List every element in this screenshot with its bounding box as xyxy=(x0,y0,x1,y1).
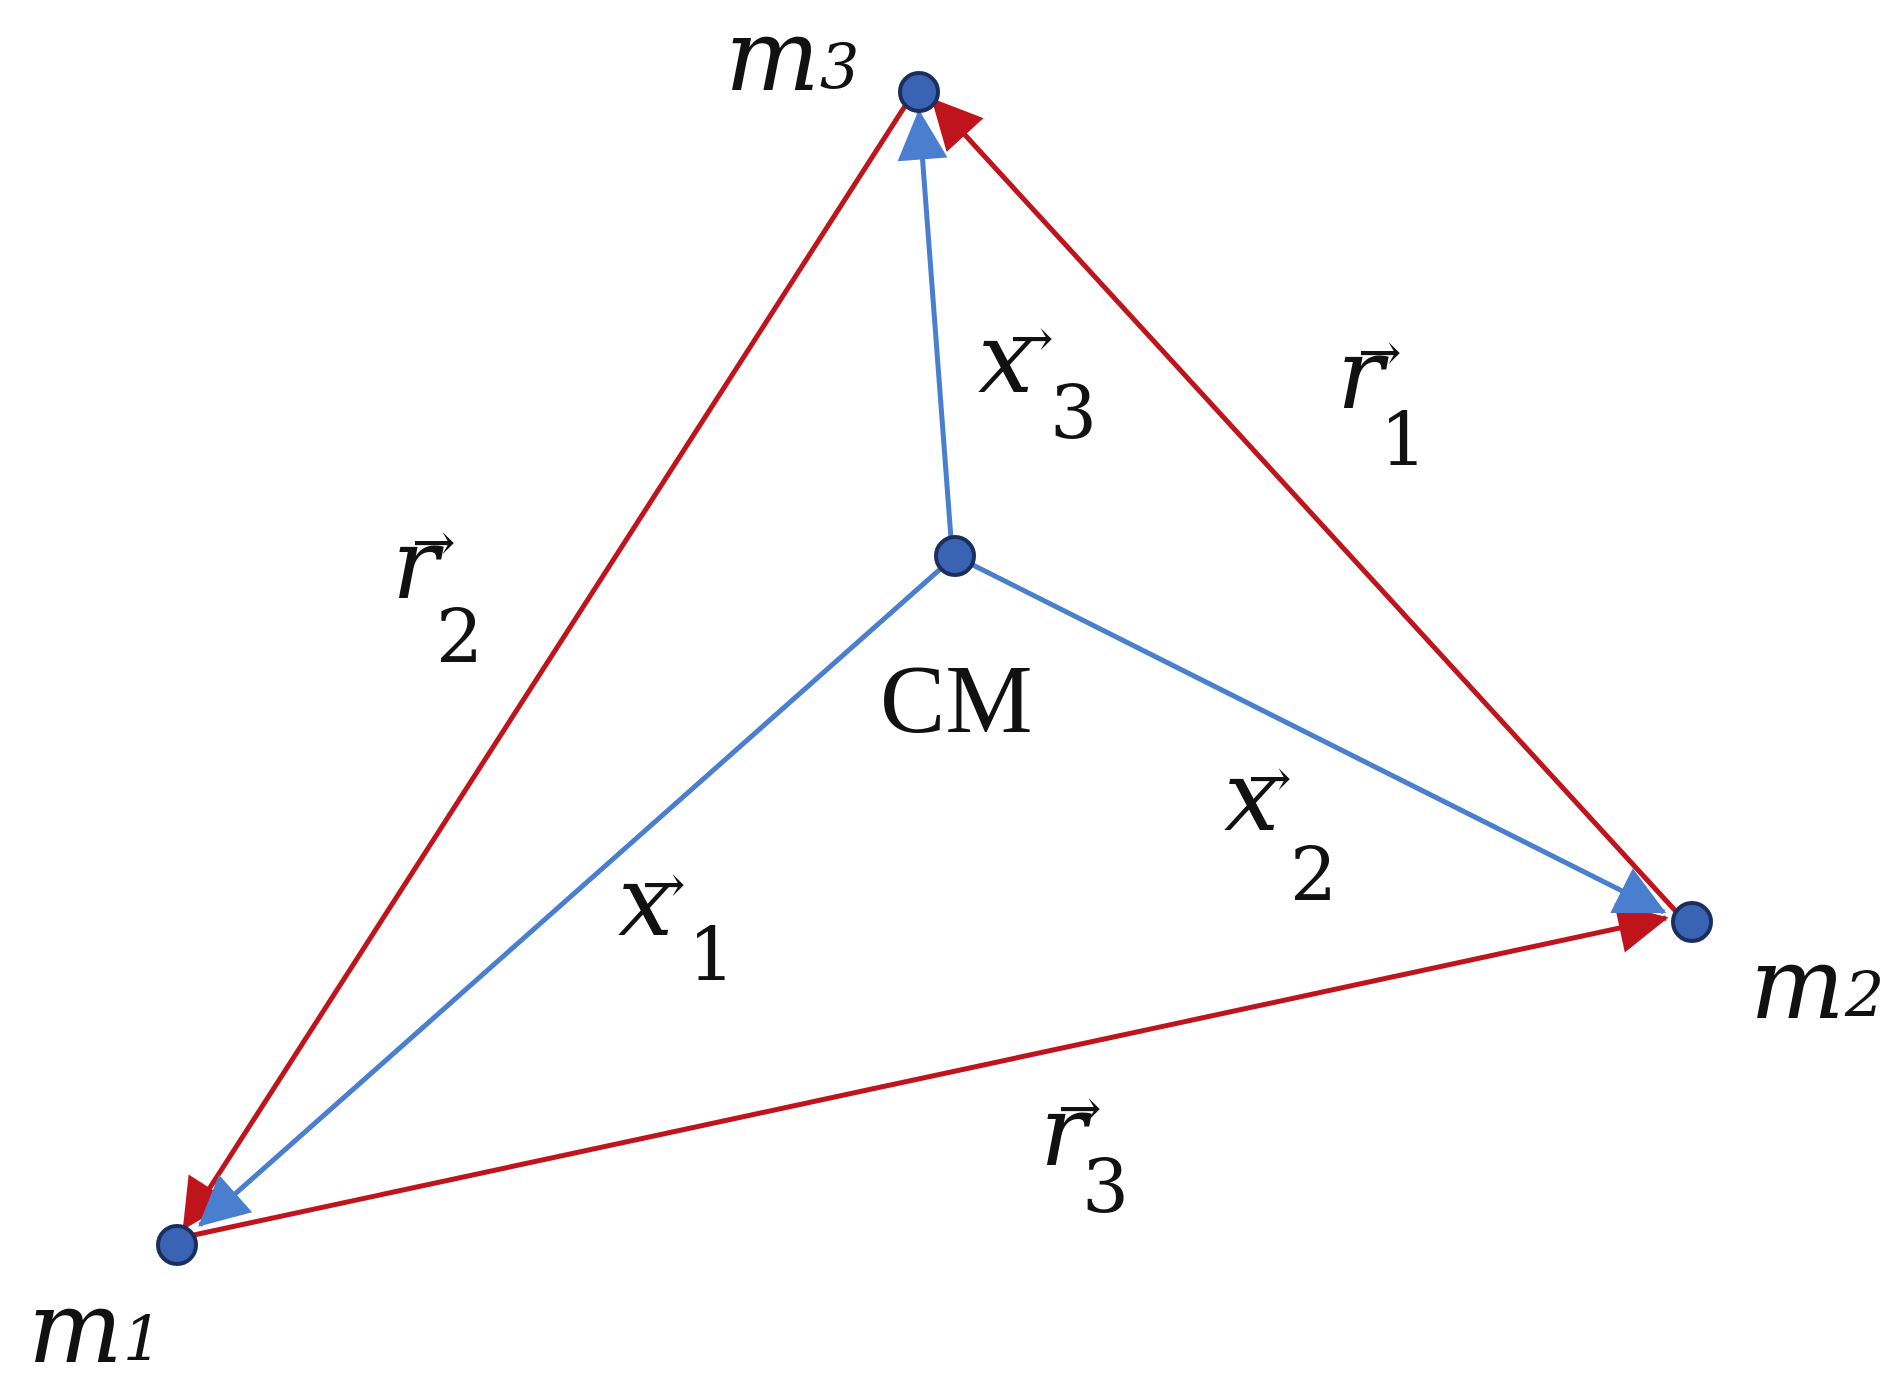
svg-text:→: → xyxy=(1248,749,1292,809)
svg-text:→: → xyxy=(1058,1079,1102,1139)
point-m3 xyxy=(898,71,940,113)
svg-text:2: 2 xyxy=(436,594,483,680)
svg-text:2: 2 xyxy=(1290,832,1337,918)
label-m2: m2 xyxy=(1750,925,1884,1042)
vector-r1-arrow xyxy=(931,98,1684,920)
label-r3: → r 3 xyxy=(1040,1075,1129,1230)
point-cm xyxy=(934,535,976,577)
svg-text:1: 1 xyxy=(1380,397,1427,483)
vector-r2-arrow xyxy=(181,90,917,1231)
svg-text:→: → xyxy=(412,513,456,573)
svg-text:r: r xyxy=(1040,1075,1092,1189)
svg-text:x: x xyxy=(1224,740,1279,854)
label-x2: → x 2 xyxy=(1224,740,1337,918)
svg-text:→: → xyxy=(1358,323,1402,383)
label-cm: CM xyxy=(880,646,1033,754)
svg-text:x: x xyxy=(978,302,1033,416)
label-x1: → x 1 xyxy=(618,845,735,998)
vector-x2-arrow xyxy=(953,553,1667,915)
label-x3: → x 3 xyxy=(978,302,1097,456)
label-r2: → r 2 xyxy=(392,508,483,680)
svg-text:r: r xyxy=(392,508,444,622)
svg-text:1: 1 xyxy=(688,912,735,998)
vector-x3-arrow xyxy=(897,109,955,553)
label-m3: m3 xyxy=(725,0,859,114)
vector-r3-arrow xyxy=(179,903,1669,1241)
point-m1 xyxy=(156,1224,198,1266)
vector-x1-arrow xyxy=(198,554,957,1227)
label-m1: m1 xyxy=(28,1269,162,1386)
svg-text:x: x xyxy=(618,845,673,959)
svg-text:r: r xyxy=(1337,318,1389,432)
svg-text:→: → xyxy=(1010,309,1054,369)
label-r1: → r 1 xyxy=(1337,318,1427,483)
svg-text:3: 3 xyxy=(1050,370,1097,456)
svg-text:3: 3 xyxy=(1082,1144,1129,1230)
point-m2 xyxy=(1671,901,1713,943)
svg-text:→: → xyxy=(642,855,686,915)
